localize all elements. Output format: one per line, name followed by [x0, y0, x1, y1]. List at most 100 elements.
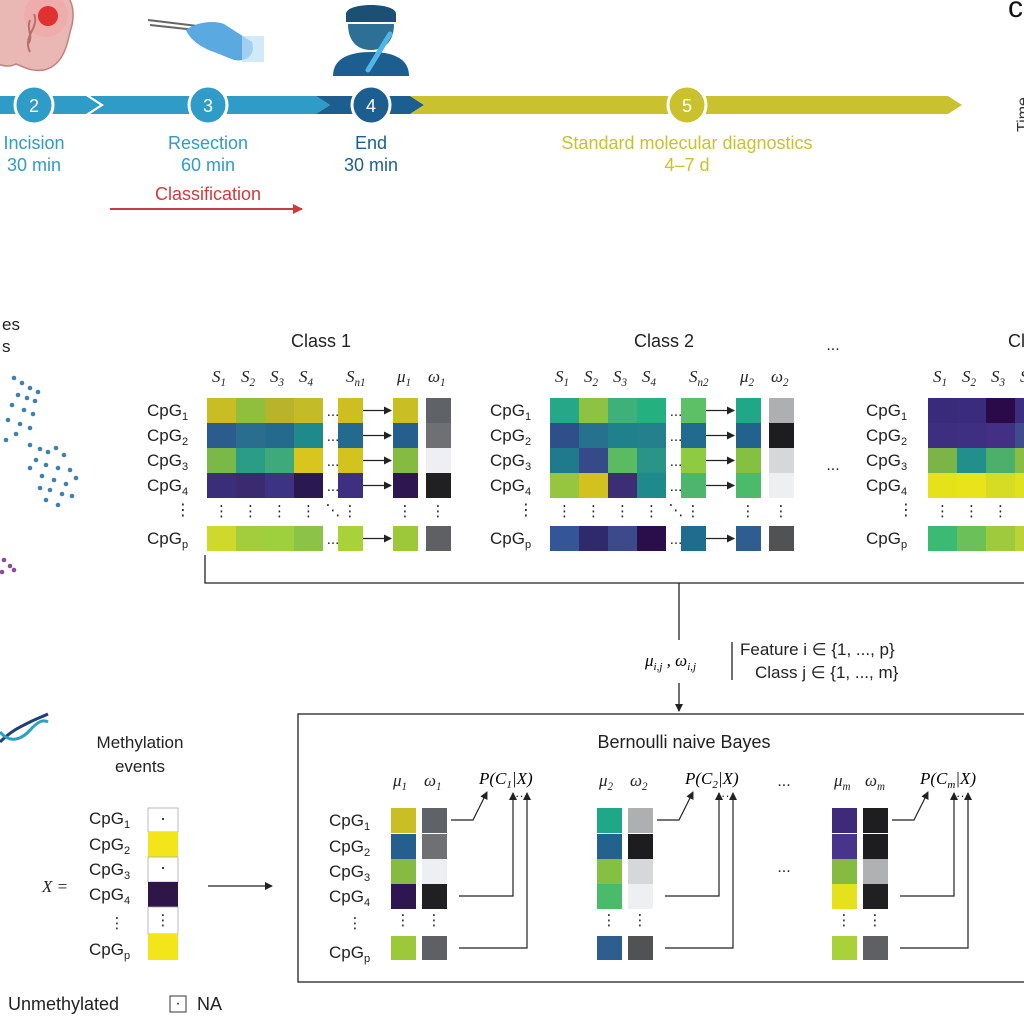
methylation-cell	[1015, 398, 1024, 423]
cpg-row-label: CpG4	[89, 885, 130, 907]
methylation-cell	[294, 398, 323, 423]
sample-ellipsis: ...	[670, 428, 683, 445]
likelihood-connector	[459, 792, 531, 949]
between-classes-ellipsis: ...	[777, 859, 790, 876]
cpg-row-label: CpG1	[490, 401, 531, 423]
sample-header: S1	[555, 367, 569, 389]
sample-header: S4	[299, 367, 314, 389]
mu-cell	[393, 473, 418, 498]
methylation-cell	[550, 423, 579, 448]
time-axis-label: Time	[1015, 97, 1024, 132]
methylation-event-cell	[148, 832, 178, 857]
methylation-cell	[236, 398, 265, 423]
bayes-omega-cell	[628, 884, 653, 909]
na-dot: ·	[160, 857, 166, 877]
methylation-cell	[608, 398, 637, 423]
column-ellipsis: ⋮	[586, 503, 601, 520]
timeline-step-circle	[13, 84, 55, 126]
bayes-mu-cell	[832, 936, 857, 960]
likelihood-connector	[892, 791, 929, 821]
sample-point	[19, 380, 25, 386]
cpg-row-label: CpG2	[866, 426, 907, 448]
methylation-cell	[608, 526, 637, 551]
sample-point	[63, 481, 69, 487]
methylation-cell	[637, 423, 666, 448]
methylation-cell	[1015, 423, 1024, 448]
sample-point	[21, 407, 27, 413]
mu-cell	[393, 398, 418, 423]
methylation-cell	[986, 398, 1015, 423]
bayes-mu-cell	[597, 834, 622, 859]
timeline-step-number: 2	[29, 96, 39, 116]
column-ellipsis: ⋮	[686, 503, 701, 520]
column-ellipsis: ⋮	[398, 503, 413, 520]
mu-header: μ2	[598, 771, 614, 793]
timeline	[0, 84, 962, 214]
x-vector-label: X =	[41, 877, 68, 896]
omega-header: ω1	[424, 771, 442, 793]
cpg-row-label: CpG2	[490, 426, 531, 448]
timeline-step-number: 5	[682, 96, 692, 116]
omega-cell	[769, 473, 794, 498]
bayes-mu-cell	[832, 859, 857, 884]
sample-ellipsis: ...	[327, 453, 340, 470]
cpg-row-label: CpGp	[147, 529, 188, 551]
parameter-label: μi,j , ωi,j	[644, 651, 696, 673]
bayes-omega-cell	[863, 808, 888, 833]
bayes-mu-cell	[597, 859, 622, 884]
na-dot: ·	[160, 808, 166, 828]
sample-point	[69, 493, 75, 499]
column-ellipsis: ⋮	[1022, 503, 1024, 520]
timeline-step-duration: 30 min	[344, 155, 398, 175]
methylation-cell	[579, 526, 608, 551]
sample-ellipsis: ...	[670, 478, 683, 495]
omega-cell	[769, 398, 794, 423]
row-ellipsis: ⋮	[348, 915, 363, 932]
bayes-mu-cell	[391, 859, 416, 884]
omega-cell	[769, 526, 794, 551]
timeline-step-circle	[666, 84, 708, 126]
row-ellipsis: ⋮	[175, 502, 191, 519]
legend-unmethylated: Unmethylated	[8, 994, 119, 1014]
timeline-step-number: 4	[366, 96, 376, 116]
surgical-tool-illustration	[147, 19, 264, 62]
methylation-event-cell	[148, 934, 178, 960]
class-title: Class 2	[634, 331, 694, 351]
methylation-event-cell	[147, 856, 179, 883]
methylation-cell	[928, 398, 957, 423]
bayes-panel	[297, 713, 1024, 983]
omega-header: ω1	[428, 367, 446, 389]
bayes-mu-cell	[391, 834, 416, 859]
timeline-step-title: Standard molecular diagnostics	[561, 133, 812, 153]
cpg-row-label: CpG1	[866, 401, 907, 423]
bayes-omega-cell	[863, 859, 888, 884]
methylation-title: Methylation	[97, 733, 184, 752]
likelihood-connector	[451, 791, 488, 821]
methylation-cell	[550, 448, 579, 473]
likelihood-connector	[657, 791, 694, 821]
sample-point	[11, 567, 17, 573]
column-ellipsis: ⋮	[557, 503, 572, 520]
methylation-cell	[928, 473, 957, 498]
sample-n-cell	[681, 423, 706, 448]
mu-header: μ1	[392, 771, 407, 793]
row-ellipsis: ⋮	[898, 502, 914, 519]
column-ellipsis: ⋮	[431, 503, 446, 520]
methylation-cell	[1015, 448, 1024, 473]
methylation-cell	[207, 423, 236, 448]
omega-cell	[426, 448, 451, 473]
sample-point	[39, 473, 45, 479]
panel-letter: c	[1008, 0, 1023, 24]
methylation-cell	[236, 526, 265, 551]
methylation-title: events	[115, 757, 165, 776]
likelihood-connector	[665, 792, 723, 897]
bayes-mu-cell	[597, 884, 622, 909]
methylation-cell	[928, 448, 957, 473]
methylation-event-cell	[148, 882, 178, 907]
legend-na-swatch	[169, 995, 187, 1013]
sample-ellipsis: ...	[327, 403, 340, 420]
mu-cell	[393, 448, 418, 473]
methylation-cell	[265, 526, 294, 551]
methylation-cell	[550, 398, 579, 423]
sample-ellipsis: ...	[327, 531, 340, 548]
